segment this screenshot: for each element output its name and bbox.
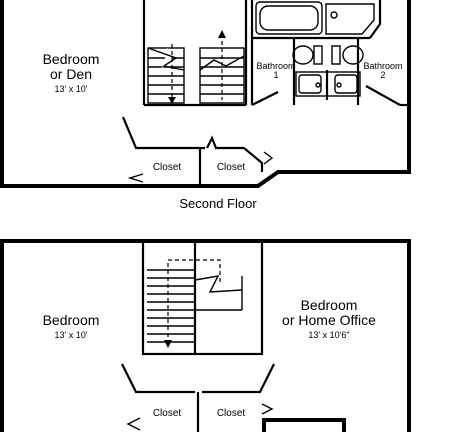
first-floor-plan: Bedroom 13' x 10' Bedroom or Home Office… (0, 239, 411, 432)
bathroom2-label-line2: 2 (380, 70, 385, 80)
bathroom1-label-line2: 1 (273, 70, 278, 80)
closet-left-marker (126, 417, 141, 431)
staircase-down (199, 30, 245, 104)
bathtub (255, 1, 323, 35)
second-floor-exterior-wall (0, 0, 411, 188)
second-floor-closet-left-label: Closet (153, 162, 182, 173)
stair-well (141, 239, 264, 356)
den-door-wall (121, 116, 138, 149)
bedroom-den-size: 13' x 10' (55, 84, 88, 94)
bathroom-area (250, 0, 409, 107)
first-floor-closet-right-label: Closet (217, 408, 246, 419)
second-floor-plan: Bedroom or Den 13' x 10' Bathroom 1 Bath… (0, 0, 411, 188)
toilet-1 (292, 45, 314, 65)
closet-right-marker (263, 151, 274, 165)
closet-left-angled-wall (121, 363, 195, 394)
bedroom-office-name-line1: Bedroom (301, 297, 358, 313)
closet-right-angled-wall (202, 363, 275, 394)
closet-right-angled-wall (243, 147, 264, 172)
bedroom-den-name-line1: Bedroom (43, 51, 100, 67)
closet-door-opening (206, 135, 218, 149)
staircase-up (147, 44, 185, 104)
toilet-2 (342, 45, 364, 65)
bedroom-office-size: 13' x 10'6" (308, 330, 349, 340)
corner-shower (325, 3, 375, 35)
bathroom2-door (365, 85, 401, 106)
bathroom2-label-line1: Bathroom (363, 61, 402, 71)
bathroom1-label-line1: Bathroom (256, 61, 295, 71)
bedroom-office-name-line2: or Home Office (282, 312, 376, 328)
closet-left-marker (127, 173, 144, 183)
second-floor-label: Second Floor (179, 196, 257, 211)
bedroom-left-name: Bedroom (43, 312, 100, 328)
closet-right-marker (261, 403, 274, 415)
lower-stair-box (262, 418, 346, 432)
first-floor-closet-left-label: Closet (153, 408, 182, 419)
staircase (147, 259, 243, 348)
bedroom-den-name-line2: or Den (50, 66, 92, 82)
bedroom-left-size: 13' x 10' (55, 330, 88, 340)
second-floor-closet-right-label: Closet (217, 162, 246, 173)
bathroom1-door (251, 91, 279, 106)
